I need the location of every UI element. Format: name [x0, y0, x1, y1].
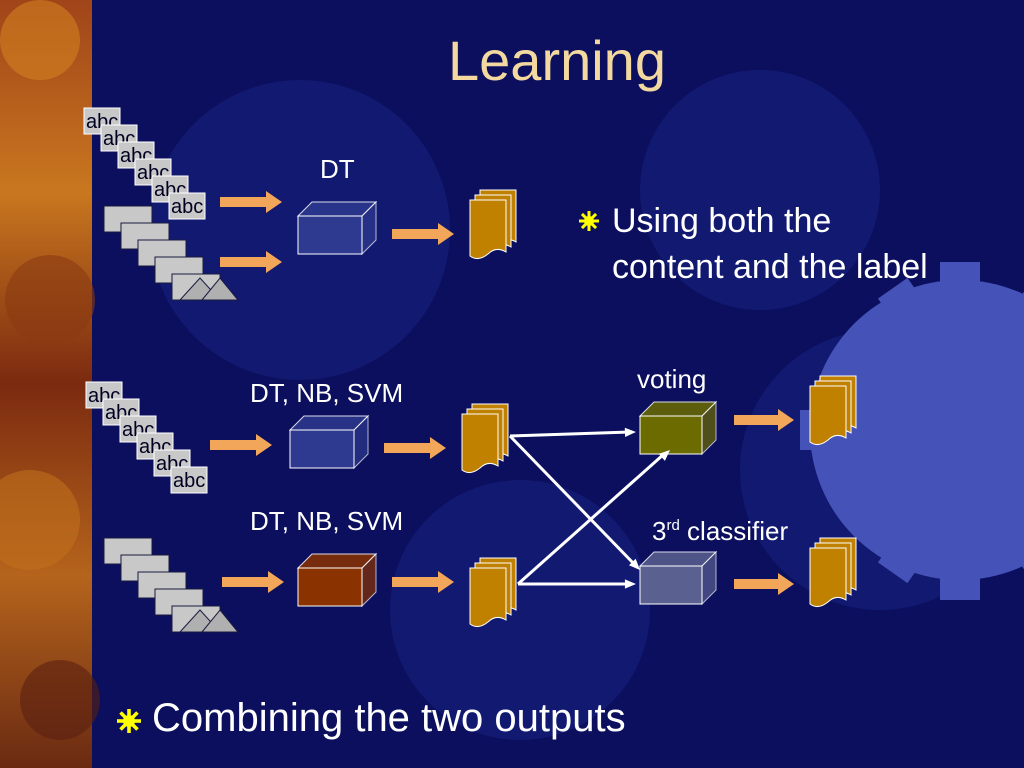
connector-line: [517, 452, 665, 586]
box-front: [639, 565, 703, 605]
decorative-strip: [0, 0, 92, 768]
text-document: [168, 192, 206, 220]
arrow-shaft: [384, 443, 432, 453]
voting-label: voting: [637, 364, 707, 394]
third-classifier-superscript: rd: [666, 517, 680, 534]
document-text: abc: [173, 470, 205, 492]
third-classifier-text: classifier: [679, 516, 789, 546]
arrow-head: [266, 251, 282, 273]
arrow-head: [430, 437, 446, 459]
box-front: [297, 215, 363, 255]
arrow-head: [256, 434, 272, 456]
large-gear-icon: [800, 262, 1024, 600]
third-classifier-number: 3: [652, 516, 667, 546]
box-front: [289, 429, 355, 469]
arrow-icon: [392, 571, 454, 593]
bullet-icon: [579, 211, 599, 231]
text-document: [170, 466, 208, 494]
strip-gear-icon: [0, 0, 100, 740]
arrow-icon: [392, 223, 454, 245]
document-page: [469, 199, 507, 260]
document-stack-icon: [809, 375, 857, 446]
bullet-line: content and the label: [612, 248, 928, 286]
slide-title: Learning: [448, 29, 666, 92]
arrow-head: [266, 191, 282, 213]
label-triangle: [200, 277, 240, 301]
connector-line: [509, 430, 631, 438]
box-front: [297, 567, 363, 607]
bullet-line: Using both the: [612, 202, 832, 240]
arrow-icon: [734, 573, 794, 595]
arrow-icon: [210, 434, 272, 456]
arrow-icon: [220, 191, 282, 213]
connector-arrowhead: [658, 450, 670, 461]
classifier-box-icon: [638, 550, 718, 606]
document-stack-icon: [469, 189, 517, 260]
third-classifier-label: 3rd classifier: [652, 516, 788, 547]
classifier-box-icon: [296, 200, 378, 256]
label-document-stack: [103, 205, 240, 301]
classifier-box-icon: [288, 414, 370, 470]
dt-label: DT: [320, 154, 355, 184]
arrow-shaft: [222, 577, 270, 587]
middle-classifiers-label: DT, NB, SVM: [250, 378, 404, 408]
arrow-shaft: [392, 577, 440, 587]
arrow-head: [268, 571, 284, 593]
arrow-shaft: [210, 440, 258, 450]
arrow-icon: [384, 437, 446, 459]
bullet-combining-outputs: Combining the two outputs: [152, 696, 626, 740]
document-page: [469, 567, 507, 628]
document-stack-icon: [809, 537, 857, 608]
label-document-stack: [103, 537, 240, 633]
document-page: [809, 385, 847, 446]
document-page: [461, 413, 499, 474]
arrow-shaft: [734, 415, 780, 425]
arrow-shaft: [392, 229, 440, 239]
document-stack-icon: [461, 403, 509, 474]
document-page: [809, 547, 847, 608]
classifier-box-icon: [296, 552, 378, 608]
arrow-head: [778, 409, 794, 431]
arrow-head: [778, 573, 794, 595]
classifier-box-icon: [638, 400, 718, 456]
connector-arrowhead: [624, 579, 636, 589]
arrow-icon: [734, 409, 794, 431]
bottom-classifiers-label: DT, NB, SVM: [250, 506, 404, 536]
connector-line: [508, 434, 638, 568]
arrow-shaft: [220, 257, 268, 267]
bullet-icon: [117, 709, 141, 733]
arrow-shaft: [220, 197, 268, 207]
arrow-head: [438, 223, 454, 245]
connector-arrowhead: [624, 427, 636, 438]
bullet-content-and-label: Using both the content and the label: [612, 198, 928, 290]
connector-arrowhead: [628, 558, 640, 570]
arrow-icon: [222, 571, 284, 593]
label-triangle: [200, 609, 240, 633]
arrow-shaft: [734, 579, 780, 589]
box-front: [639, 415, 703, 455]
document-text: abc: [171, 196, 203, 218]
arrow-head: [438, 571, 454, 593]
arrow-icon: [220, 251, 282, 273]
document-stack-icon: [469, 557, 517, 628]
